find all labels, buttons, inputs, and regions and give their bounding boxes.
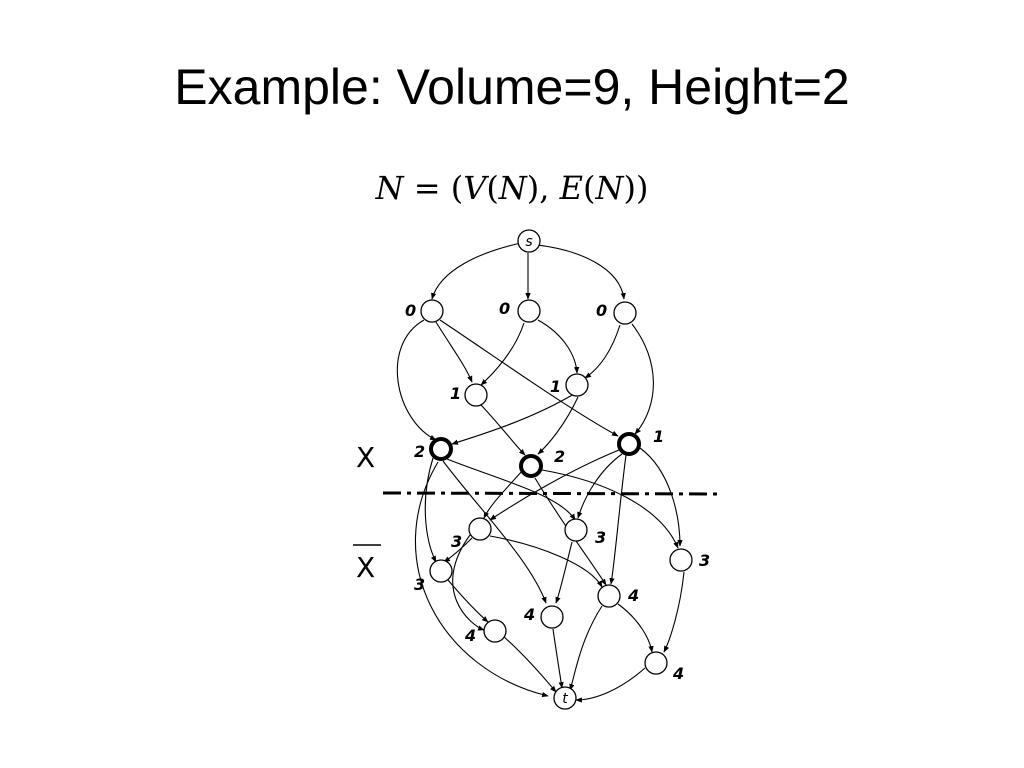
equation-eq: = ( [403, 169, 464, 207]
node-c1 [429, 437, 453, 461]
node-a3 [613, 301, 637, 325]
edge-b1-c2 [480, 404, 526, 456]
label-d1: 3 [451, 532, 462, 551]
equation-lhs: N [375, 169, 404, 207]
edge-a2-b1 [480, 322, 525, 386]
node-d3 [564, 518, 588, 542]
node-d1 [468, 517, 492, 541]
label-a3: 0 [596, 301, 607, 320]
edge-e3-t [569, 605, 603, 691]
node-e3 [597, 584, 621, 608]
equation-n2: N [595, 169, 624, 207]
node-b2 [565, 373, 589, 397]
node-a2 [517, 299, 541, 323]
node-c2 [519, 454, 543, 478]
label-c2: 2 [554, 447, 565, 466]
node-e2 [540, 605, 564, 629]
set-labels: X X [353, 441, 381, 584]
label-d2: 3 [414, 575, 425, 594]
label-e3: 4 [627, 586, 639, 605]
edge-e3-e4 [617, 603, 654, 653]
edge-c1-d3 [446, 458, 576, 521]
nodes [420, 229, 693, 710]
equation-e: E [559, 169, 583, 207]
node-e1 [483, 619, 507, 643]
node-a1 [420, 299, 444, 323]
edge-a2-b2 [537, 319, 580, 374]
label-d4: 3 [699, 551, 710, 570]
edge-c1-t [414, 461, 549, 698]
node-s-label: s [525, 234, 532, 250]
label-e4: 4 [672, 664, 684, 683]
equation-mid: ), [526, 169, 560, 207]
label-c3: 1 [653, 427, 664, 446]
equation-n1: N [498, 169, 527, 207]
slide-title: Example: Volume=9, Height=2 [174, 59, 850, 115]
edge-b2-c1 [451, 393, 575, 445]
edge-d3-e2 [555, 541, 573, 604]
edge-a1-c1 [396, 319, 437, 441]
edge-c2-d4 [541, 469, 679, 549]
equation-p2: ( [582, 169, 596, 207]
node-t-label: t [562, 691, 568, 707]
label-c1: 2 [414, 442, 425, 461]
label-e2: 4 [523, 605, 535, 624]
edge-c3-d3 [577, 453, 623, 519]
edge-e1-t [502, 635, 557, 693]
node-d2 [429, 559, 453, 583]
label-a1: 0 [405, 301, 416, 320]
edge-a3-c3 [631, 323, 654, 435]
node-b1 [464, 383, 488, 407]
edge-a3-b2 [584, 324, 621, 379]
node-s [517, 229, 541, 253]
edge-b2-c2 [537, 396, 579, 455]
equation-p1: ( [486, 169, 499, 207]
edge-d1-e3 [489, 535, 603, 588]
edge-d1-e1 [452, 534, 485, 631]
edge-a1-c3 [439, 319, 619, 437]
cut-line [382, 491, 723, 496]
node-t [553, 686, 577, 710]
label-a2: 0 [499, 299, 510, 318]
label-b1: 1 [450, 384, 461, 403]
edge-c1-e2 [442, 460, 547, 604]
set-x-label: X [356, 441, 375, 474]
node-labels: s t 0 0 0 1 1 2 2 1 3 3 3 3 4 4 4 4 [405, 234, 710, 707]
edge-c1-d2 [424, 457, 437, 563]
edge-d4-e4 [663, 571, 685, 653]
node-e4 [644, 651, 668, 675]
equation-end: )) [623, 169, 649, 207]
edge-a1-b1 [435, 321, 473, 383]
edge-d2-e1 [447, 579, 489, 623]
edge-s-a3 [536, 244, 626, 300]
label-b2: 1 [550, 377, 561, 396]
edge-c3-d4 [639, 447, 683, 547]
equation-v: V [463, 169, 487, 207]
set-x-bar-label: X [356, 551, 375, 584]
edge-c3-e3 [609, 454, 627, 585]
label-d3: 3 [595, 528, 606, 547]
node-d4 [669, 548, 693, 572]
edge-e4-t [575, 667, 646, 703]
edge-c2-d1 [483, 469, 524, 519]
node-c3 [617, 432, 641, 456]
edge-c3-d1 [489, 449, 620, 521]
label-e1: 4 [464, 626, 476, 645]
edge-s-a1 [431, 242, 522, 300]
edge-e2-t [552, 628, 564, 689]
equation: N = (V(N), E(N)) [0, 172, 1024, 204]
